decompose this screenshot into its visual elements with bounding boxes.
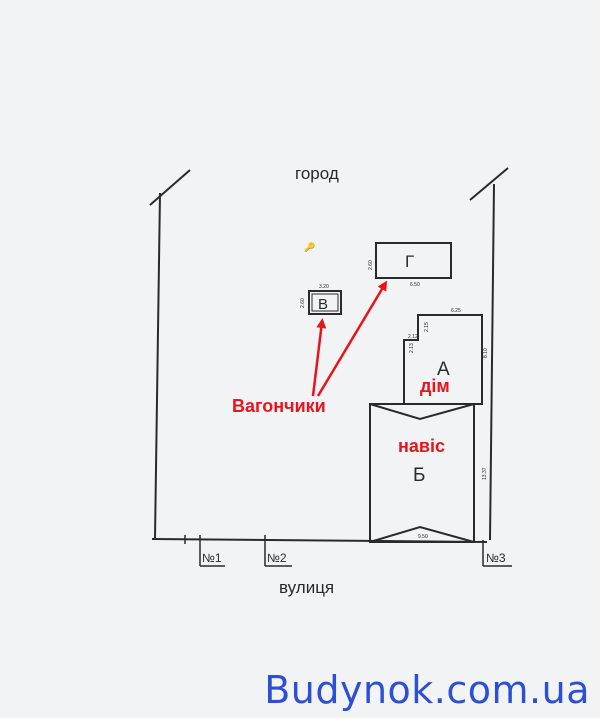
marker-n1-label: №1 <box>202 551 222 565</box>
left-boundary-line <box>154 192 161 539</box>
house-a-step-width-dim: 2.12 <box>408 334 418 340</box>
house-annotation: дім <box>420 376 450 396</box>
shed-b-label: Б <box>413 465 425 486</box>
wagon-v-inner <box>311 293 339 312</box>
shed-top-chevron <box>369 403 475 421</box>
street-markers <box>184 535 512 567</box>
wagons-annotation: Вагончики <box>232 396 326 416</box>
right-boundary-line <box>489 183 495 541</box>
street-label: вулиця <box>279 578 334 597</box>
wagon-g-width-dim: 6.50 <box>410 282 420 288</box>
key-icon: 🔑 <box>304 241 315 253</box>
arrow-to-wagon-v <box>311 318 327 397</box>
wagon-v-width-dim: 3.20 <box>319 284 329 290</box>
watermark-logo: Budynok.com.ua <box>264 668 590 712</box>
shed-b-right-dim: 13.37 <box>482 467 488 480</box>
house-a-lower-dim: 2.13 <box>409 343 415 353</box>
right-boundary-tick <box>469 167 509 201</box>
house-a-label: А <box>437 359 450 380</box>
shed-b-outline <box>369 403 475 543</box>
house-a-step-height-dim: 2.15 <box>424 322 430 332</box>
house-a-outline <box>372 314 483 405</box>
wagon-g-outline <box>375 242 452 279</box>
left-boundary-tick <box>149 169 191 206</box>
marker-n3-label: №3 <box>486 551 506 565</box>
wagon-v-height-dim: 2.60 <box>300 298 306 308</box>
shed-b-bottom-dim: 9.50 <box>418 534 428 540</box>
shed-annotation: навіс <box>398 436 445 456</box>
wagon-g-label: Г <box>405 252 414 271</box>
house-a-right-dim: 8.10 <box>483 348 489 358</box>
shed-bottom-chevron <box>369 525 475 543</box>
wagon-v-label: В <box>318 296 328 313</box>
marker-n2-label: №2 <box>267 551 287 565</box>
wagon-g-height-dim: 2.60 <box>368 260 374 270</box>
plot-boundary <box>149 167 509 543</box>
wagon-v-outline <box>308 290 342 315</box>
arrow-to-wagon-g <box>316 280 388 397</box>
house-a-top-dim: 6.25 <box>451 308 461 314</box>
garden-label: город <box>295 164 339 183</box>
